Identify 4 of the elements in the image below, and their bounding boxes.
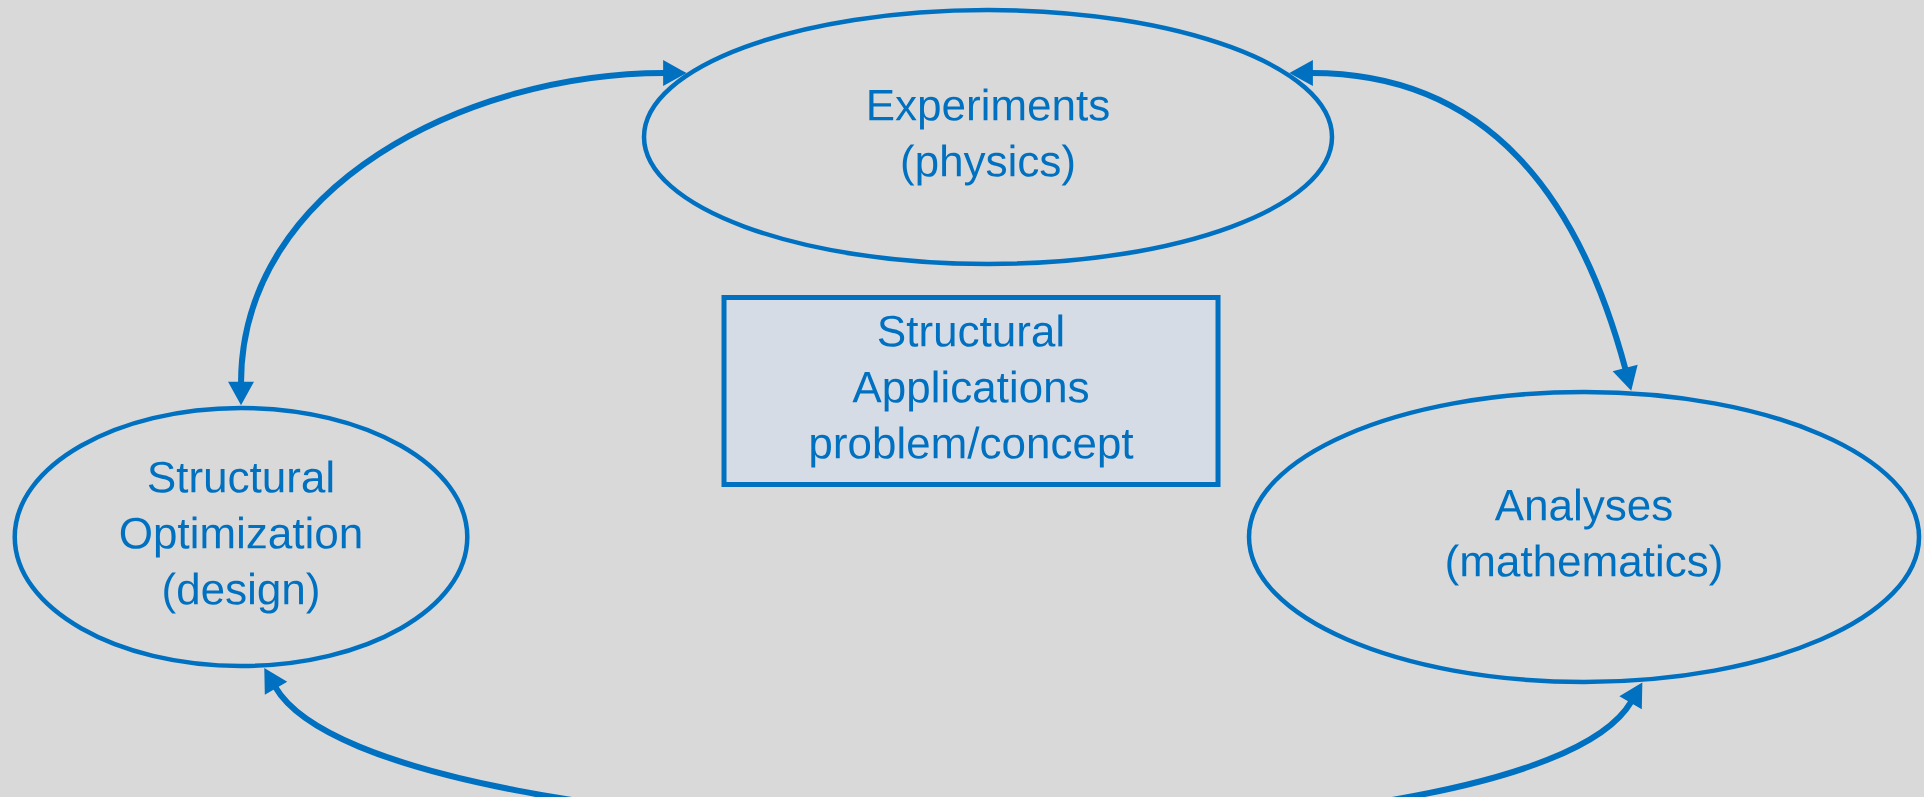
concept-box: Structural Applications problem/concept <box>721 295 1221 487</box>
ellipse-node: Experiments (physics) <box>641 7 1335 267</box>
ellipse-node: Analyses (mathematics) <box>1246 389 1922 685</box>
ellipse-node: Structural Optimization (design) <box>12 405 470 669</box>
